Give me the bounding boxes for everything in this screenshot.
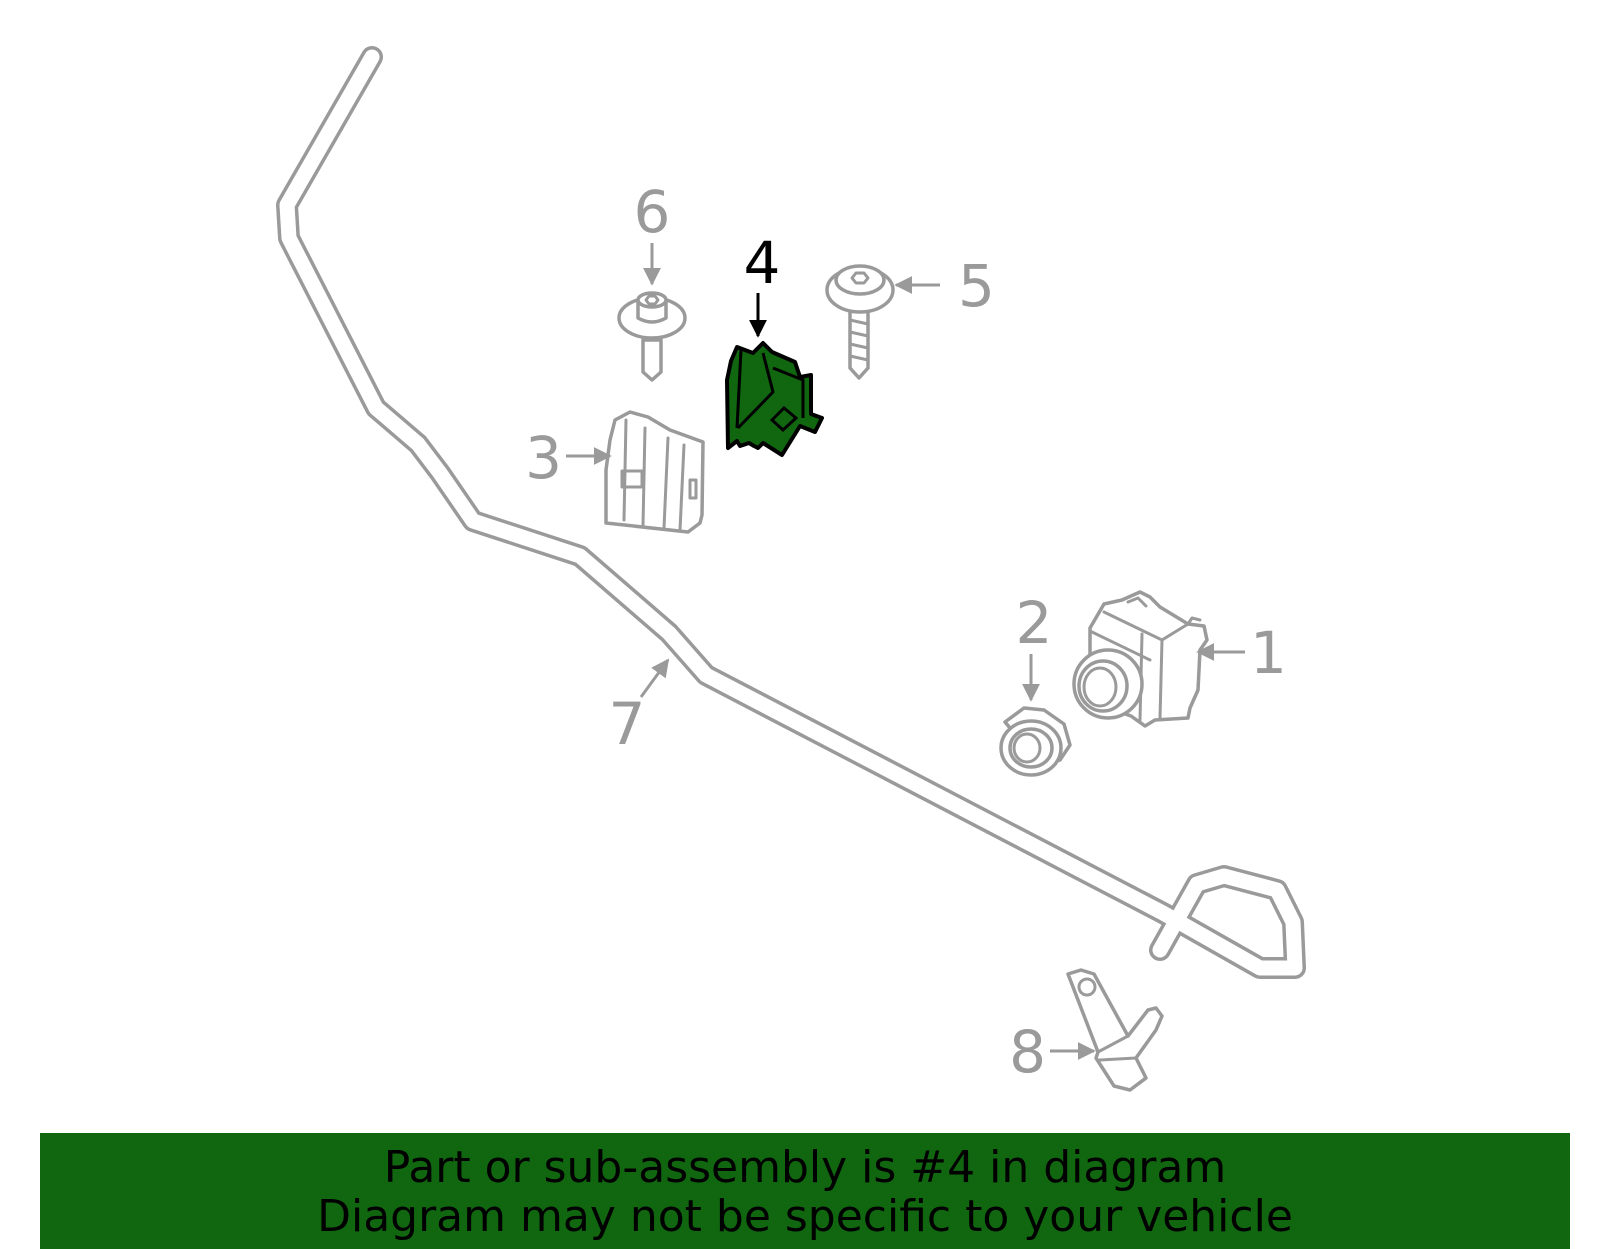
callout-7-label: 7 — [609, 690, 646, 758]
callout-8-label: 8 — [1009, 1018, 1046, 1086]
callout-1-label: 1 — [1250, 619, 1287, 687]
part-2-nut[interactable] — [999, 706, 1072, 777]
banner-disclaimer: Diagram may not be specific to your vehi… — [317, 1191, 1293, 1242]
callout-7-arrow — [639, 658, 670, 698]
callout-2: 2 — [1016, 589, 1053, 702]
callout-3: 3 — [525, 424, 612, 492]
part-5-screw[interactable] — [825, 264, 895, 380]
part-3-cover[interactable] — [604, 410, 705, 534]
callout-6-label: 6 — [634, 178, 671, 246]
callout-3-label: 3 — [525, 424, 562, 492]
part-6-bolt[interactable] — [617, 291, 687, 382]
callout-5-label: 5 — [958, 252, 995, 320]
info-banner: Part or sub-assembly is #4 in diagram Di… — [40, 1133, 1570, 1249]
part-7-stabilizer-bar[interactable] — [276, 46, 1306, 979]
callout-5: 5 — [894, 252, 995, 320]
banner-part-notice: Part or sub-assembly is #4 in diagram — [383, 1142, 1227, 1193]
callout-8: 8 — [1009, 1018, 1096, 1086]
part-8-sensor-bracket[interactable] — [1066, 968, 1164, 1092]
part-1-camera-module[interactable] — [1072, 590, 1209, 728]
callout-4-label: 4 — [744, 229, 781, 297]
callout-7: 7 — [609, 658, 670, 758]
callout-6: 6 — [634, 178, 671, 286]
callout-2-label: 2 — [1016, 589, 1053, 657]
callout-1: 1 — [1196, 619, 1287, 687]
callout-4: 4 — [744, 229, 781, 338]
part-4-bracket-highlighted[interactable] — [725, 341, 824, 457]
